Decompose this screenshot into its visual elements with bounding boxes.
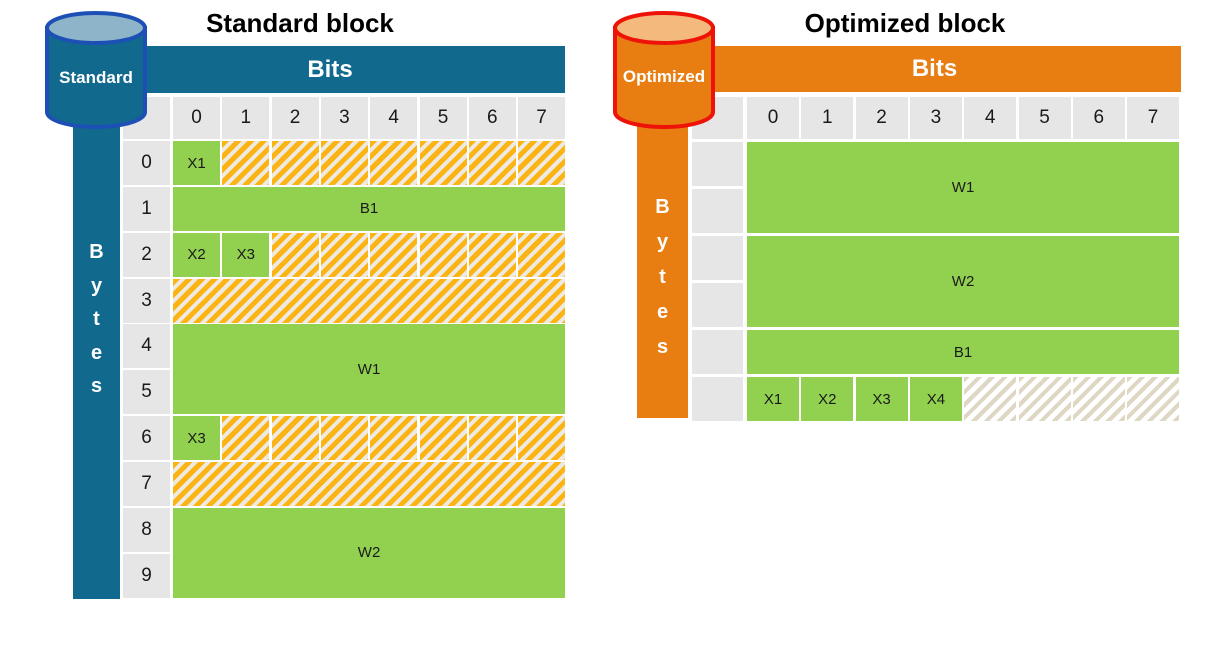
standard-byte-row-label: 6 xyxy=(123,416,170,461)
optimized-field-W2: W2 xyxy=(747,236,1180,327)
standard-bit-column-header: 5 xyxy=(419,97,467,139)
bytes-letter: t xyxy=(659,266,666,288)
optimized-field-X2: X2 xyxy=(801,377,854,421)
standard-field-X3: X3 xyxy=(222,232,270,277)
optimized-reserved-hatch-cell xyxy=(1072,377,1125,421)
optimized-byte-row-label xyxy=(692,142,743,186)
standard-reserved-hatch-cell xyxy=(468,232,516,277)
standard-reserved-hatch-cell xyxy=(173,461,566,506)
optimized-bit-column-header: 2 xyxy=(855,97,908,139)
standard-field-W2: W2 xyxy=(173,507,566,598)
optimized-block-title: Optimized block xyxy=(804,8,1006,38)
standard-byte-row-label: 5 xyxy=(123,370,170,415)
standard-field-X2: X2 xyxy=(173,232,220,277)
bytes-letter: e xyxy=(656,301,669,323)
optimized-field-X1: X1 xyxy=(747,377,799,421)
standard-bit-column-header: 3 xyxy=(320,97,368,139)
standard-reserved-hatch-cell xyxy=(222,141,270,185)
optimized-byte-row-label xyxy=(692,283,743,327)
bytes-letter: B xyxy=(89,241,104,263)
standard-byte-row-label: 1 xyxy=(123,186,170,231)
optimized-byte-row-label xyxy=(692,189,743,233)
standard-bit-column-header: 6 xyxy=(468,97,516,139)
optimized-bits-header-bar: Bits xyxy=(688,46,1181,92)
optimized-field-X4: X4 xyxy=(909,377,962,421)
standard-field-X1: X1 xyxy=(173,141,220,185)
standard-byte-row-label: 8 xyxy=(123,507,170,552)
bytes-letter: B xyxy=(655,196,670,218)
standard-bit-column-header: 7 xyxy=(518,97,566,139)
standard-reserved-hatch-cell xyxy=(370,416,418,461)
optimized-bit-column-header: 7 xyxy=(1127,97,1180,139)
standard-reserved-hatch-cell xyxy=(370,232,418,277)
optimized-reserved-hatch-cell xyxy=(1018,377,1071,421)
optimized-bit-column-header: 1 xyxy=(801,97,854,139)
optimized-bytes-bar xyxy=(637,120,688,418)
optimized-byte-row-label xyxy=(692,377,743,421)
bytes-letter: y xyxy=(90,274,103,297)
standard-reserved-hatch-cell xyxy=(173,278,566,323)
standard-block-title: Standard block xyxy=(206,8,394,38)
standard-reserved-hatch-cell xyxy=(271,416,319,461)
standard-reserved-hatch-cell xyxy=(518,141,566,185)
standard-reserved-hatch-cell xyxy=(370,141,418,185)
bytes-letter: y xyxy=(656,231,669,253)
standard-byte-row-label: 7 xyxy=(123,461,170,506)
standard-reserved-hatch-cell xyxy=(222,416,270,461)
standard-bit-column-header: 2 xyxy=(271,97,319,139)
standard-byte-row-label: 3 xyxy=(123,278,170,323)
standard-reserved-hatch-cell xyxy=(468,141,516,185)
optimized-database-cylinder-icon xyxy=(613,11,715,129)
optimized-reserved-hatch-cell xyxy=(964,377,1017,421)
standard-field-W1: W1 xyxy=(173,324,566,415)
standard-reserved-hatch-cell xyxy=(320,416,368,461)
optimized-byte-row-label xyxy=(692,236,743,280)
optimized-bit-column-header: 4 xyxy=(964,97,1017,139)
standard-byte-row-label: 2 xyxy=(123,232,170,277)
standard-cylinder-label: Standard xyxy=(59,68,133,87)
optimized-field-W1: W1 xyxy=(747,142,1180,233)
standard-field-X3: X3 xyxy=(173,416,220,461)
bytes-letter: t xyxy=(93,308,100,330)
standard-reserved-hatch-cell xyxy=(468,416,516,461)
standard-byte-row-label: 9 xyxy=(123,553,170,598)
standard-reserved-hatch-cell xyxy=(518,232,566,277)
standard-field-B1: B1 xyxy=(173,186,566,231)
bytes-letter: s xyxy=(656,336,669,358)
standard-bit-column-header: 1 xyxy=(222,97,270,139)
bytes-letter: s xyxy=(90,375,103,397)
standard-byte-row-label: 4 xyxy=(123,324,170,369)
standard-bits-header-label: Bits xyxy=(307,55,353,83)
optimized-bit-column-header: 5 xyxy=(1018,97,1071,139)
standard-reserved-hatch-cell xyxy=(419,232,467,277)
standard-reserved-hatch-cell xyxy=(518,416,566,461)
standard-bytes-bar xyxy=(73,120,120,599)
standard-reserved-hatch-cell xyxy=(271,141,319,185)
standard-reserved-hatch-cell xyxy=(320,232,368,277)
optimized-field-B1: B1 xyxy=(747,330,1180,374)
optimized-reserved-hatch-cell xyxy=(1127,377,1180,421)
optimized-bit-column-header: 0 xyxy=(747,97,799,139)
standard-reserved-hatch-cell xyxy=(320,141,368,185)
standard-reserved-hatch-cell xyxy=(419,141,467,185)
standard-bits-header-bar: Bits xyxy=(95,46,565,93)
standard-reserved-hatch-cell xyxy=(271,232,319,277)
optimized-field-X3: X3 xyxy=(855,377,908,421)
standard-bit-column-header: 0 xyxy=(173,97,220,139)
bytes-letter: e xyxy=(90,341,103,364)
optimized-byte-row-label xyxy=(692,330,743,374)
optimized-bit-column-header: 6 xyxy=(1072,97,1125,139)
standard-bit-column-header: 4 xyxy=(370,97,418,139)
standard-database-cylinder-icon xyxy=(45,11,147,129)
optimized-cylinder-label: Optimized xyxy=(622,67,706,86)
optimized-bits-header-label: Bits xyxy=(911,55,958,82)
standard-byte-row-label: 0 xyxy=(123,141,170,185)
optimized-bit-column-header: 3 xyxy=(909,97,962,139)
standard-reserved-hatch-cell xyxy=(419,416,467,461)
